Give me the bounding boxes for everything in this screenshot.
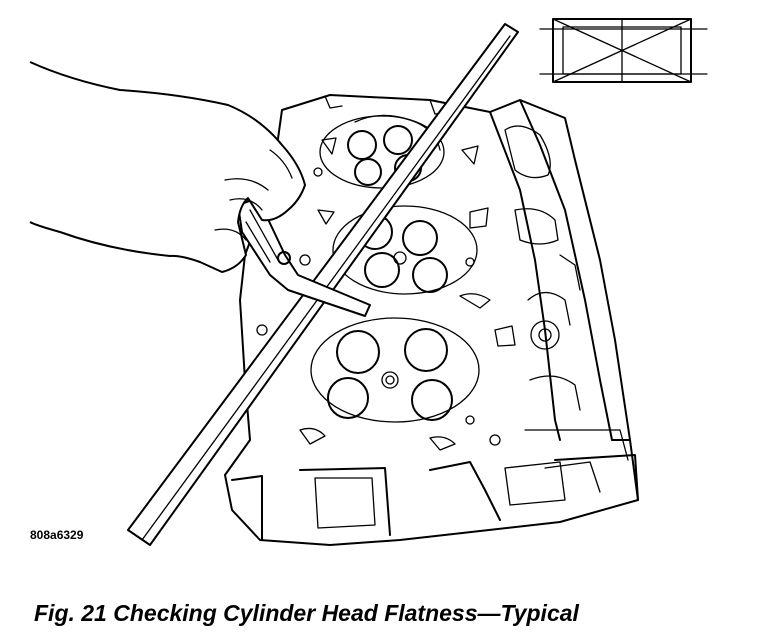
- feeler-gauge: [237, 197, 371, 317]
- flatness-symbol-icon: [539, 18, 708, 83]
- combustion-chamber-3: [310, 317, 480, 423]
- figure-caption: Fig. 21 Checking Cylinder Head Flatness—…: [34, 600, 579, 626]
- cylinder-head: [224, 94, 639, 546]
- figure-code: 808a6329: [30, 528, 84, 542]
- technician-hand: [29, 61, 306, 273]
